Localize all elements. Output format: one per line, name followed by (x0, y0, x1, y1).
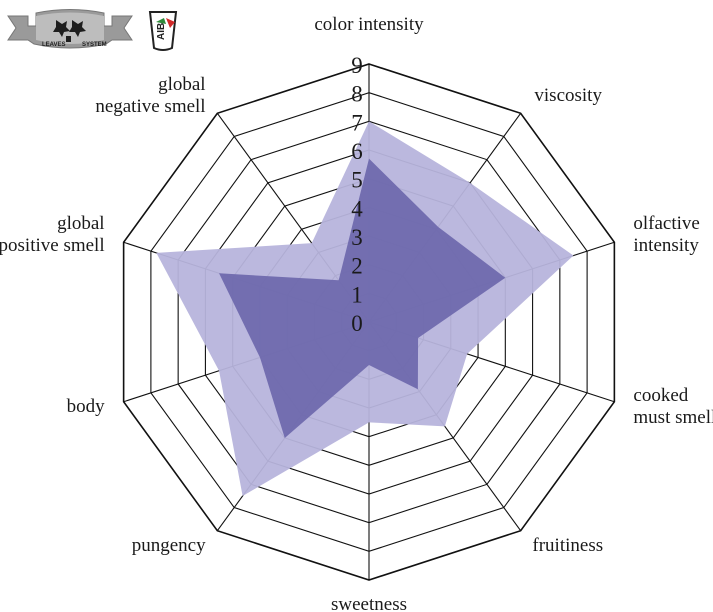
axis-label: intensity (633, 235, 699, 256)
tick-label: 7 (351, 110, 363, 135)
axis-label: viscosity (534, 85, 602, 106)
axis-label: body (67, 396, 106, 417)
axis-label: must smell (633, 407, 713, 428)
axis-label: negative smell (95, 96, 205, 117)
tick-label: 0 (351, 311, 363, 336)
axis-label: sweetness (331, 594, 407, 612)
radar-series (156, 121, 574, 496)
axis-label: cooked (633, 385, 688, 406)
tick-label: 5 (351, 168, 363, 193)
svg-text:SYSTEM: SYSTEM (82, 42, 107, 48)
tick-label: 6 (351, 139, 363, 164)
tick-label: 3 (351, 225, 363, 250)
svg-text:AIB: AIB (156, 23, 167, 40)
grape-leaf-icon (53, 20, 86, 42)
axis-label: pungency (132, 535, 206, 556)
axis-label: color intensity (314, 14, 424, 35)
axis-label: positive smell (0, 235, 105, 256)
tick-label: 9 (351, 53, 363, 78)
tick-label: 1 (351, 282, 363, 307)
tick-label: 4 (351, 196, 363, 221)
leaves-system-logo: LEAVES SYSTEM (7, 9, 133, 49)
tick-label: 8 (351, 82, 363, 107)
radar-ticks: 0 1 2 3 4 5 6 7 8 9 (351, 53, 363, 336)
axis-label: global (158, 74, 206, 95)
aib-glass-logo: AIB (148, 11, 178, 51)
radar-axis-labels: color intensity viscosity olfactiveintensi… (0, 14, 713, 612)
axis-label: fruitiness (532, 535, 603, 556)
series-area-2 (219, 158, 506, 438)
svg-text:LEAVES: LEAVES (42, 42, 66, 48)
axis-label: global (57, 213, 105, 234)
tick-label: 2 (351, 254, 363, 279)
axis-label: olfactive (633, 213, 699, 234)
